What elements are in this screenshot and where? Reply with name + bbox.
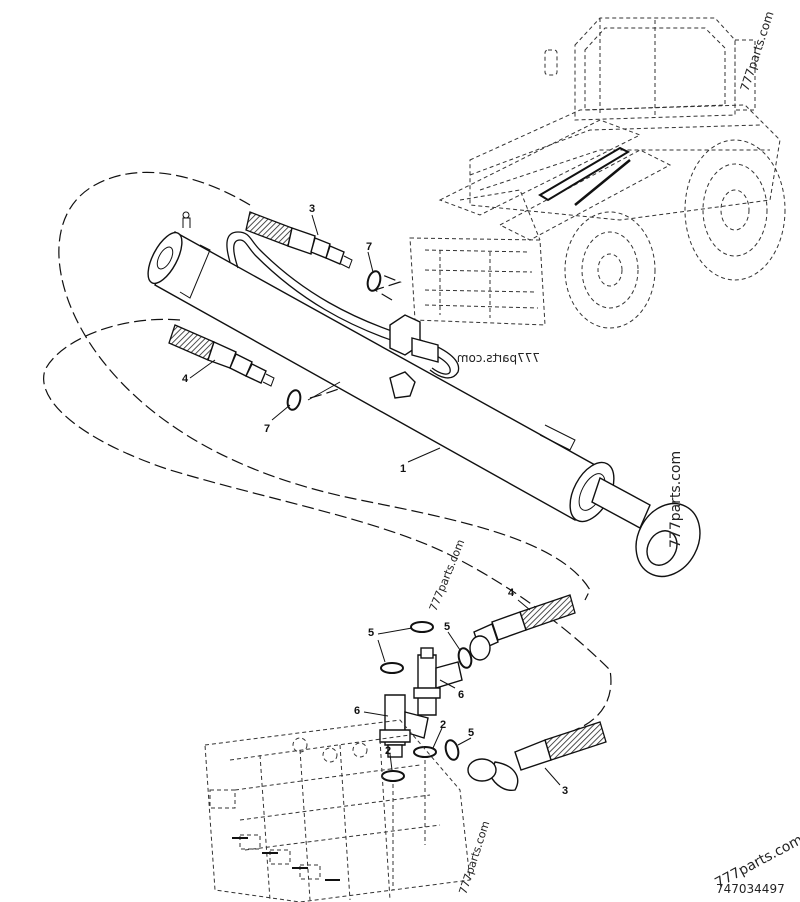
hydraulic-cylinder	[147, 211, 701, 578]
callout-4-left: 4	[182, 373, 189, 385]
watermark-center: 777parts.com	[427, 538, 468, 614]
hose-3-upper	[245, 211, 353, 269]
callout-6-b: 6	[354, 705, 360, 717]
hose-3-bottom	[467, 721, 607, 792]
callout-2-a: 2	[440, 719, 446, 731]
watermark-mid-mirrored: 777parts.com	[457, 351, 540, 365]
hose-4-right	[469, 594, 576, 661]
watermark-cylinder-end: 777parts.com	[668, 451, 684, 548]
tractor-illustration	[409, 17, 786, 329]
callout-3-bottom: 3	[562, 785, 568, 797]
watermark-bottom-center: 777parts.com	[456, 819, 492, 896]
callout-labels: 3 7 4 7 1 4 5 5 6 6 2 5 2 3	[182, 203, 568, 797]
drawing-number: 747034497	[716, 882, 785, 896]
tee-fitting-upper	[413, 647, 463, 716]
callout-6-a: 6	[458, 689, 464, 701]
watermark-top-right: 777parts.com	[738, 9, 777, 92]
o-ring-7-top	[366, 270, 382, 292]
control-valve-block	[204, 719, 471, 902]
callout-4-right: 4	[508, 587, 515, 599]
o-rings-5-and-2	[380, 621, 473, 890]
callout-5-c: 5	[468, 727, 474, 739]
leader-lines	[189, 214, 561, 786]
callout-5-b: 5	[444, 621, 450, 633]
callout-5-a: 5	[368, 627, 374, 639]
tee-fitting-lower	[379, 694, 429, 758]
callout-1: 1	[400, 463, 406, 475]
o-ring-7-mid	[286, 389, 302, 411]
callout-7-top: 7	[366, 241, 372, 253]
callout-7-mid: 7	[264, 423, 270, 435]
callout-2-b: 2	[385, 745, 391, 757]
callout-3-top: 3	[309, 203, 315, 215]
hose-4-left	[168, 324, 275, 387]
